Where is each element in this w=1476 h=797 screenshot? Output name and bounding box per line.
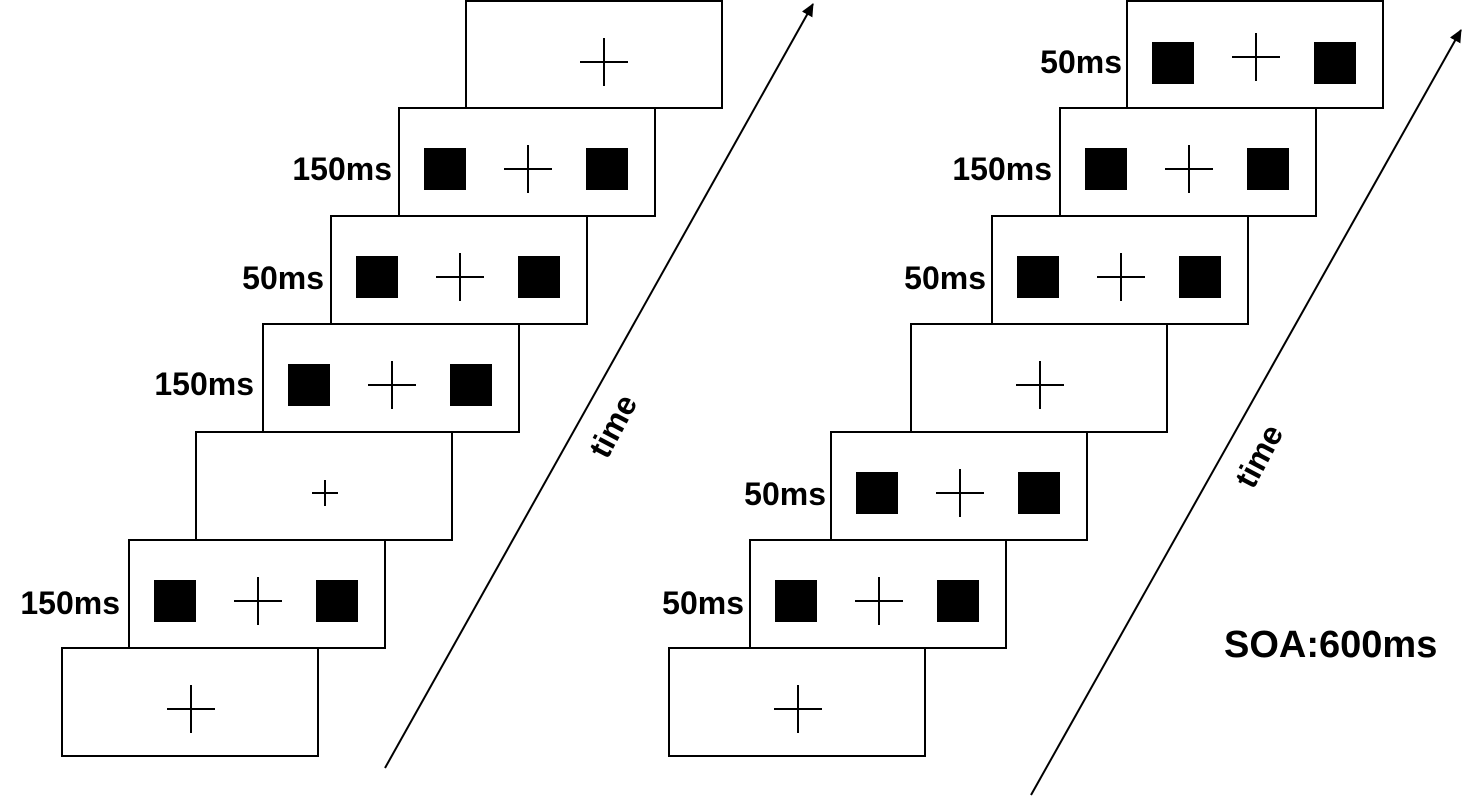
black-square-icon (154, 580, 196, 622)
frame-right-3 (830, 431, 1088, 541)
black-square-icon (1018, 472, 1060, 514)
black-square-icon (316, 580, 358, 622)
frame-left-6 (398, 107, 656, 217)
black-square-icon (775, 580, 817, 622)
black-square-icon (518, 256, 560, 298)
black-square-icon (1152, 42, 1194, 84)
black-square-icon (856, 472, 898, 514)
black-square-icon (424, 148, 466, 190)
frame-left-2 (128, 539, 386, 649)
duration-label: 50ms (662, 585, 744, 621)
duration-label: 50ms (744, 476, 826, 512)
black-square-icon (1247, 148, 1289, 190)
black-square-icon (937, 580, 979, 622)
frame-right-2 (749, 539, 1007, 649)
duration-label: 50ms (242, 260, 324, 296)
frame-left-7 (465, 0, 723, 109)
soa-caption: SOA:600ms (1224, 624, 1438, 666)
black-square-icon (1017, 256, 1059, 298)
black-square-icon (1179, 256, 1221, 298)
duration-label: 150ms (952, 151, 1052, 187)
right-time-arrow (1030, 29, 1462, 796)
black-square-icon (450, 364, 492, 406)
frame-right-4 (910, 323, 1168, 433)
black-square-icon (288, 364, 330, 406)
frame-right-6 (1059, 107, 1317, 217)
frame-left-3 (195, 431, 453, 541)
black-square-icon (586, 148, 628, 190)
duration-label: 50ms (904, 260, 986, 296)
black-square-icon (1314, 42, 1356, 84)
frame-left-5 (330, 215, 588, 325)
black-square-icon (1085, 148, 1127, 190)
duration-label: 50ms (1040, 44, 1122, 80)
duration-label: 150ms (20, 585, 120, 621)
duration-label: 150ms (154, 366, 254, 402)
frame-right-7 (1126, 0, 1384, 109)
frame-left-4 (262, 323, 520, 433)
duration-label: 150ms (292, 151, 392, 187)
left-time-arrow (384, 3, 814, 769)
frame-right-1 (668, 647, 926, 757)
black-square-icon (356, 256, 398, 298)
